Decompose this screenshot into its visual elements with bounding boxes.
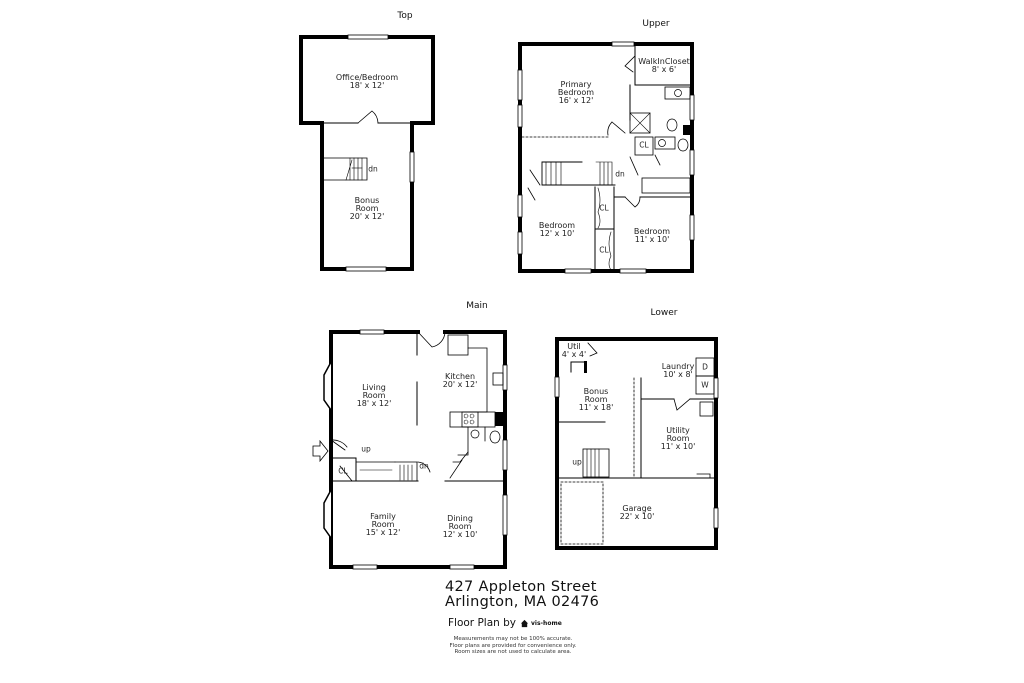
house-icon — [520, 619, 529, 627]
room-label-bonus-room-lower: Bonus Room 11' x 18' — [579, 388, 614, 412]
disclaimer-line: Room sizes are not used to calculate are… — [454, 649, 572, 655]
room-label-garage: Garage 22' x 10' — [620, 505, 655, 521]
room-name: Util — [567, 342, 581, 351]
room-name: Bonus — [583, 387, 609, 396]
room-name: Room — [362, 391, 386, 400]
room-label-dining-room: Dining Room 12' x 10' — [443, 515, 478, 539]
room-label-kitchen: Kitchen 20' x 12' — [443, 373, 478, 389]
room-name: Bedroom — [538, 221, 576, 230]
room-size: 11' x 10' — [634, 235, 670, 244]
room-size: 8' x 6' — [651, 65, 677, 74]
room-size: 12' x 10' — [539, 229, 575, 238]
room-name: Living — [362, 383, 386, 392]
room-name: Room — [584, 395, 608, 404]
room-name: Garage — [622, 504, 652, 513]
room-size: 20' x 12' — [349, 212, 385, 221]
room-label-living-room: Living Room 18' x 12' — [357, 384, 392, 408]
room-size: 11' x 18' — [578, 403, 614, 412]
room-name: Family — [370, 512, 396, 521]
room-name: Bonus — [354, 196, 380, 205]
room-size: 10' x 8' — [663, 370, 693, 379]
upper-floor-plan — [517, 41, 695, 274]
closet-label: CL — [599, 245, 609, 255]
address-line-1: 427 Appleton Street — [445, 579, 597, 595]
floor-plan-credit: Floor Plan by vis-home — [448, 617, 562, 629]
stairs-down-label: dn — [615, 169, 625, 179]
room-size: 12' x 10' — [442, 530, 478, 539]
room-size: 18' x 12' — [349, 81, 385, 90]
room-name: Office/Bedroom — [335, 73, 399, 82]
floor-title-top: Top — [397, 11, 413, 21]
room-name: Room — [371, 520, 395, 529]
floor-title-upper: Upper — [642, 19, 670, 29]
stairs-down-label: dn — [368, 164, 378, 174]
room-size: 4' x 4' — [561, 350, 587, 359]
disclaimer-line: Measurements may not be 100% accurate. — [453, 636, 573, 642]
room-size: 20' x 12' — [442, 380, 478, 389]
closet-label: CL — [338, 466, 348, 476]
stairs-up-label: up — [572, 457, 582, 467]
closet-label: CL — [599, 203, 609, 213]
room-label-bedroom-2: Bedroom 12' x 10' — [539, 222, 575, 238]
room-name: Room — [448, 522, 472, 531]
brand-name: vis-home — [531, 619, 562, 627]
closet-label: CL — [639, 140, 649, 150]
room-size: 11' x 10' — [660, 442, 696, 451]
room-label-utility-room: Utility Room 11' x 10' — [661, 427, 696, 451]
room-label-bonus-room-top: Bonus Room 20' x 12' — [350, 197, 385, 221]
floor-title-lower: Lower — [650, 308, 678, 318]
room-name: WalkInCloset — [638, 57, 690, 66]
room-label-walk-in-closet: WalkInCloset 8' x 6' — [638, 58, 690, 74]
disclaimer: Measurements may not be 100% accurate. F… — [438, 636, 588, 656]
floor-title-main: Main — [466, 301, 488, 311]
room-label-family-room: Family Room 15' x 12' — [366, 513, 401, 537]
room-size: 15' x 12' — [365, 528, 401, 537]
room-name: Room — [666, 434, 690, 443]
room-name: Bedroom — [633, 227, 671, 236]
main-floor-plan — [312, 329, 508, 570]
brand-logo: vis-home — [520, 619, 562, 628]
room-label-primary-bedroom: Primary Bedroom 16' x 12' — [558, 81, 594, 105]
room-name: Bedroom — [557, 88, 595, 97]
room-size: 22' x 10' — [619, 512, 655, 521]
room-name: Room — [355, 204, 379, 213]
room-label-laundry: Laundry 10' x 8' — [662, 363, 695, 379]
stairs-up-label: up — [361, 444, 371, 454]
room-name: Laundry — [661, 362, 695, 371]
credit-label: Floor Plan by — [448, 617, 517, 629]
room-name: Utility — [666, 426, 690, 435]
room-name: Primary — [560, 80, 592, 89]
dryer-label: D — [702, 362, 708, 372]
top-floor-plan — [299, 34, 435, 272]
washer-label: W — [701, 380, 709, 390]
stairs-down-label: dn — [419, 461, 429, 471]
lower-floor-plan — [554, 337, 719, 550]
room-label-office-bedroom: Office/Bedroom 18' x 12' — [336, 74, 398, 90]
room-size: 18' x 12' — [356, 399, 392, 408]
disclaimer-line: Floor plans are provided for convenience… — [449, 642, 577, 649]
room-label-bedroom-3: Bedroom 11' x 10' — [634, 228, 670, 244]
property-address: 427 Appleton Street Arlington, MA 02476 — [445, 580, 599, 610]
room-name: Dining — [447, 514, 473, 523]
room-label-util: Util 4' x 4' — [562, 343, 586, 359]
room-name: Kitchen — [444, 372, 476, 381]
room-size: 16' x 12' — [558, 96, 594, 105]
address-line-2: Arlington, MA 02476 — [445, 594, 600, 610]
